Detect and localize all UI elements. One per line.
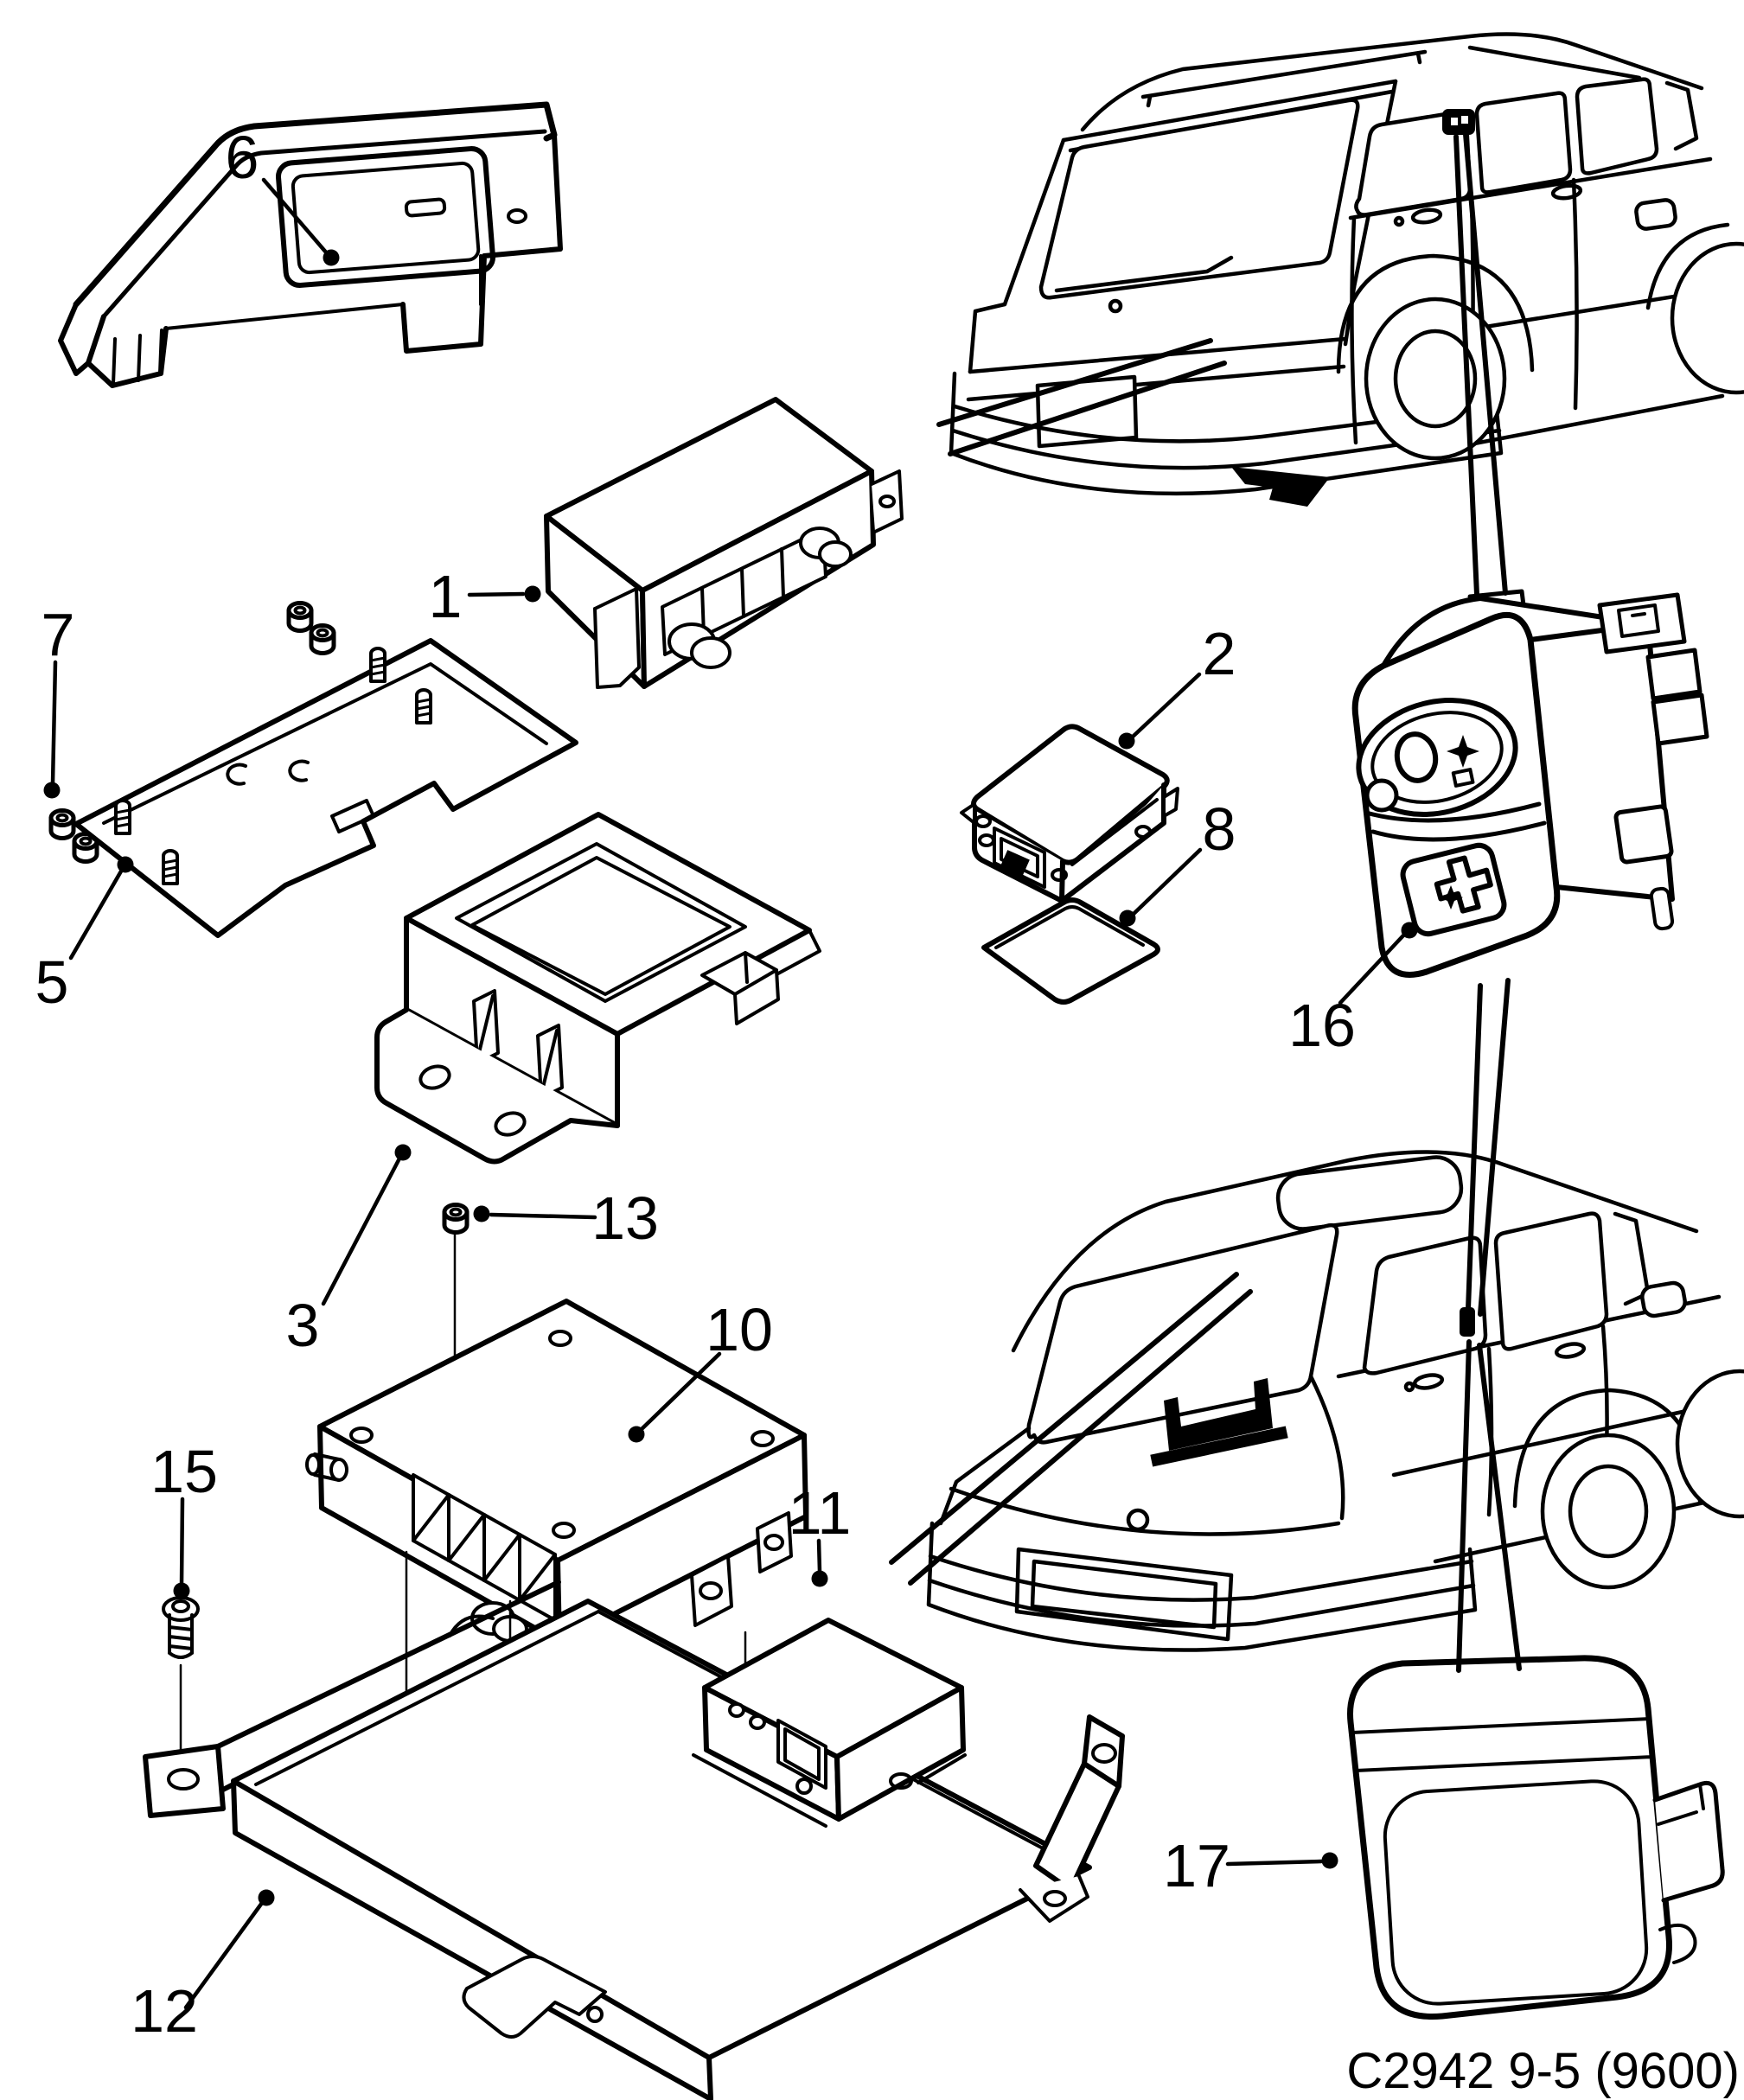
callout-2-label: 2 <box>1203 620 1236 687</box>
callout-6-label: 6 <box>226 124 259 191</box>
callout-6: 6 <box>226 124 340 266</box>
part-15-screw-drawing <box>162 1596 200 1767</box>
callout-11-label: 11 <box>789 1479 852 1547</box>
callout-7-label: 7 <box>42 601 75 668</box>
sedan-shelf-location-marker <box>1150 1378 1288 1467</box>
part-3-bracket-drawing <box>374 812 821 1165</box>
part-8-adhesive-pad-drawing <box>981 897 1160 1005</box>
callout-8: 8 <box>1119 795 1236 927</box>
callout-7: 7 <box>42 601 75 799</box>
figure-code-caption: C2942 9-5 (9600) <box>1346 2043 1740 2099</box>
callout-17-label: 17 <box>1163 1832 1230 1899</box>
part-11-module-drawing <box>692 1618 967 1828</box>
callout-3-label: 3 <box>286 1292 320 1359</box>
callout-1-label: 1 <box>429 563 463 630</box>
callout-16-label: 16 <box>1288 992 1356 1059</box>
callout-13: 13 <box>473 1184 659 1252</box>
wagon-keypad-location-marker <box>1442 109 1475 135</box>
wagon-rear-view-drawing <box>949 32 1744 507</box>
callout-12: 12 <box>131 1889 275 2045</box>
part-12-floor-bracket-drawing <box>143 1580 1125 2100</box>
wagon-bumper-location-marker <box>1231 467 1330 507</box>
callout-10: 10 <box>628 1296 773 1443</box>
callout-12-label: 12 <box>131 1977 198 2045</box>
callout-15-label: 15 <box>150 1438 218 1505</box>
part-6-shelf-tray-drawing <box>58 101 563 388</box>
callout-5: 5 <box>35 856 134 1016</box>
location-pointer-lines <box>889 131 1522 1673</box>
part-10-control-module-drawing <box>305 1299 808 1935</box>
callout-16: 16 <box>1288 922 1418 1059</box>
part-16-keypad-module-drawing <box>1351 589 1709 978</box>
callout-15: 15 <box>150 1438 218 1599</box>
callout-11: 11 <box>789 1479 852 1587</box>
callouts: 6 1 7 5 3 13 10 11 <box>35 124 1418 2045</box>
part-5-mounting-plate-drawing <box>73 638 578 938</box>
callout-2: 2 <box>1118 620 1236 750</box>
callout-5-label: 5 <box>35 948 69 1016</box>
callout-1: 1 <box>429 563 541 630</box>
callout-8-label: 8 <box>1203 795 1236 863</box>
sedan-rear-view-drawing <box>926 1150 1744 1652</box>
callout-13-label: 13 <box>591 1184 659 1252</box>
part-1-telematics-module-drawing <box>544 397 904 689</box>
part-17-module-drawing <box>1347 1655 1725 2020</box>
callout-10-label: 10 <box>706 1296 773 1363</box>
part-2-module-drawing <box>960 724 1179 903</box>
sedan-pillar-location-marker <box>1460 1307 1475 1337</box>
callout-3: 3 <box>286 1144 412 1359</box>
callout-17: 17 <box>1163 1832 1338 1899</box>
